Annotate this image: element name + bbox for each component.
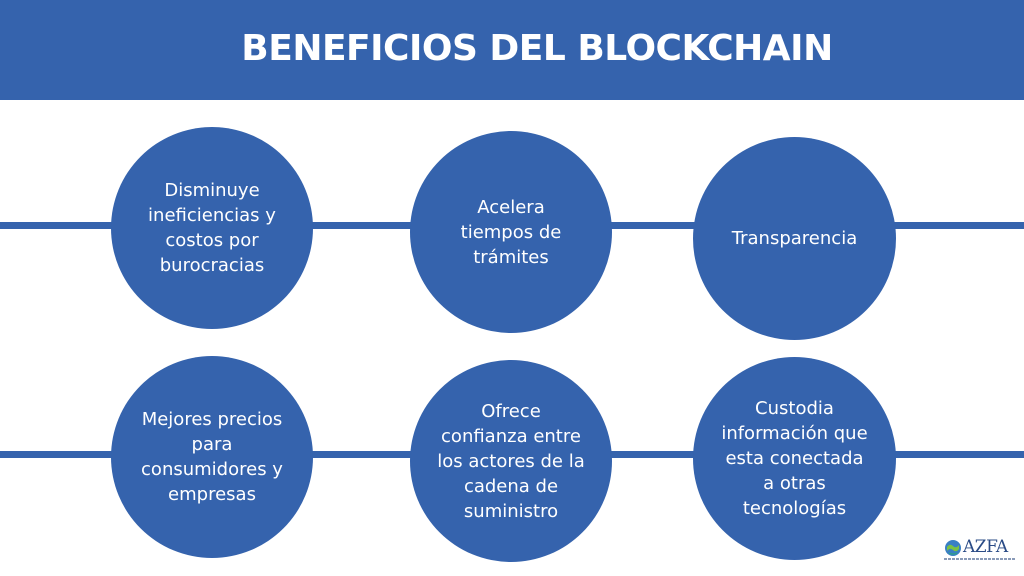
benefit-circle-5: Ofrece confianza entre los actores de la… [410,360,612,562]
logo: AZFA [944,537,1016,567]
benefit-text-2: Acelera tiempos de trámites [460,196,562,268]
page-title: BENEFICIOS DEL BLOCKCHAIN [241,28,833,69]
benefit-circle-2: Acelera tiempos de trámites [410,131,612,333]
logo-text: AZFA [963,537,1008,557]
benefit-circle-6: Custodia información que esta conectada … [693,357,896,560]
header-banner: BENEFICIOS DEL BLOCKCHAIN [0,0,1024,100]
benefit-text-1: Disminuye ineficiencias y costos por bur… [148,180,276,276]
benefit-circle-3: Transparencia [693,137,896,340]
logo-tagline [944,558,1016,560]
benefit-circle-1: Disminuye ineficiencias y costos por bur… [111,127,313,329]
benefit-circle-4: Mejores precios para consumidores y empr… [111,356,313,558]
benefit-text-5: Ofrece confianza entre los actores de la… [437,400,585,522]
benefit-text-3: Transparencia [731,228,858,249]
benefit-text-4: Mejores precios para consumidores y empr… [141,409,283,505]
benefit-text-6: Custodia información que esta conectada … [721,398,868,519]
globe-logo-icon [945,540,961,556]
